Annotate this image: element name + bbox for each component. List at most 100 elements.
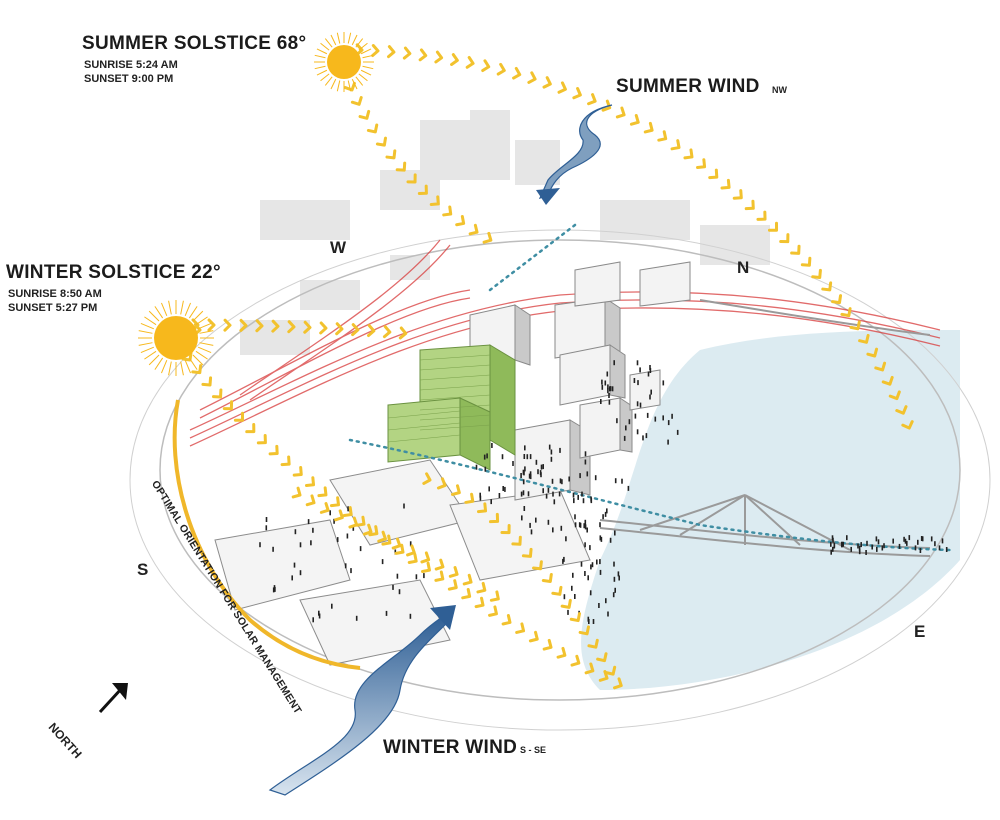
pedestrian bbox=[636, 401, 639, 407]
pedestrian bbox=[850, 546, 852, 552]
pedestrian bbox=[921, 536, 924, 542]
sun-path-chevron bbox=[334, 509, 344, 522]
pedestrian bbox=[877, 539, 880, 545]
pedestrian bbox=[860, 542, 862, 548]
pedestrian bbox=[842, 541, 844, 547]
pedestrian bbox=[331, 603, 333, 609]
pedestrian bbox=[559, 478, 562, 484]
pedestrian bbox=[906, 540, 908, 546]
sun-path-chevron bbox=[317, 486, 328, 498]
sun-path-chevron bbox=[874, 361, 887, 372]
sun-ray bbox=[188, 306, 198, 319]
sun-path-chevron bbox=[394, 543, 405, 555]
sun-ray bbox=[199, 330, 214, 334]
sun-ray bbox=[360, 69, 372, 76]
winter-solstice-title: WINTER SOLSTICE 22° bbox=[6, 262, 221, 283]
sun-path-chevron bbox=[434, 50, 444, 64]
sun-ray bbox=[192, 310, 204, 322]
sun-path-chevron bbox=[420, 551, 431, 564]
pedestrian bbox=[529, 454, 532, 460]
pedestrian bbox=[522, 479, 525, 485]
sun-path-chevron bbox=[821, 281, 833, 292]
sun-path-chevron bbox=[377, 530, 387, 543]
sun-path-chevron bbox=[790, 244, 801, 255]
pedestrian bbox=[858, 549, 861, 555]
sun-path-chevron bbox=[888, 390, 901, 401]
sun-path-chevron bbox=[474, 596, 485, 609]
sun-path-chevron bbox=[696, 158, 707, 170]
pedestrian bbox=[558, 491, 561, 497]
pedestrian bbox=[572, 492, 575, 498]
pedestrian bbox=[520, 473, 522, 478]
pedestrian bbox=[587, 575, 589, 581]
sun-path-chevron bbox=[245, 423, 256, 434]
winter-wind-label: WINTER WIND bbox=[383, 737, 518, 758]
sun-path-chevron bbox=[462, 573, 473, 586]
sun-path-chevron bbox=[335, 322, 344, 336]
pedestrian bbox=[415, 574, 418, 580]
site-ground-disc bbox=[159, 239, 961, 701]
sun-path-chevron bbox=[570, 654, 581, 667]
pedestrian bbox=[294, 529, 297, 535]
pedestrian bbox=[491, 443, 493, 448]
pedestrian bbox=[265, 525, 268, 531]
pedestrian bbox=[273, 585, 276, 591]
sun-path-chevron bbox=[355, 515, 366, 527]
pedestrian bbox=[903, 536, 905, 542]
pedestrian bbox=[524, 445, 526, 451]
pedestrian bbox=[604, 511, 607, 517]
pedestrian bbox=[312, 527, 314, 533]
pedestrian bbox=[484, 466, 487, 472]
sun-ray bbox=[138, 342, 153, 346]
compass-south: S bbox=[137, 560, 149, 579]
pedestrian bbox=[524, 466, 526, 472]
sun-ray bbox=[320, 42, 330, 51]
pedestrian bbox=[612, 592, 615, 598]
pedestrian bbox=[561, 479, 563, 485]
pedestrian bbox=[584, 451, 587, 457]
sun-path-chevron bbox=[500, 524, 511, 535]
pedestrian bbox=[527, 491, 530, 497]
pedestrian bbox=[647, 371, 650, 377]
pedestrian bbox=[654, 416, 657, 422]
pedestrian bbox=[649, 394, 651, 400]
sun-ray bbox=[195, 350, 208, 360]
sun-path-chevron bbox=[482, 231, 493, 244]
pedestrian bbox=[914, 545, 917, 551]
pedestrian bbox=[599, 522, 601, 528]
pedestrian bbox=[588, 619, 590, 624]
pedestrian bbox=[381, 559, 384, 565]
pedestrian bbox=[599, 535, 602, 541]
pedestrian bbox=[423, 573, 425, 579]
sun-path-chevron bbox=[181, 351, 193, 362]
sun-path-chevron bbox=[292, 465, 303, 477]
sun-ray bbox=[324, 76, 333, 86]
sun-path-chevron bbox=[615, 106, 626, 119]
sun-path-chevron bbox=[233, 411, 245, 422]
pedestrian bbox=[535, 517, 537, 523]
sun-path-chevron bbox=[436, 477, 447, 490]
sun-path-chevron bbox=[381, 534, 392, 546]
pedestrian bbox=[871, 544, 873, 550]
pedestrian bbox=[529, 474, 532, 480]
sun-path-chevron bbox=[280, 455, 291, 467]
pedestrian bbox=[318, 610, 320, 616]
pedestrian bbox=[396, 573, 399, 579]
sun-ray bbox=[180, 361, 184, 376]
pedestrian bbox=[583, 523, 585, 529]
winter-sunset: SUNSET 5:27 PM bbox=[8, 302, 98, 314]
sun-path-chevron bbox=[211, 388, 223, 399]
sun-path-chevron bbox=[584, 662, 595, 675]
pedestrian bbox=[529, 471, 532, 477]
pedestrian bbox=[614, 478, 617, 484]
sun-path-chevron bbox=[358, 109, 371, 120]
pedestrian bbox=[552, 491, 554, 497]
pedestrian bbox=[594, 475, 597, 481]
sun-path-chevron bbox=[521, 547, 533, 558]
sun-path-chevron bbox=[255, 319, 264, 333]
sun-path-chevron bbox=[256, 434, 267, 445]
pedestrian bbox=[584, 519, 587, 525]
sun-path-chevron bbox=[587, 638, 599, 649]
pedestrian bbox=[634, 413, 637, 419]
pedestrian bbox=[523, 506, 526, 511]
